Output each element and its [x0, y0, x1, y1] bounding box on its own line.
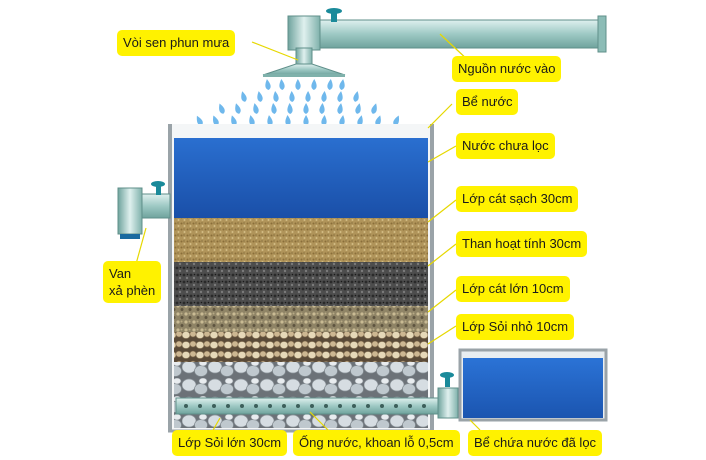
water-drop [370, 102, 379, 115]
shower-head-icon [262, 63, 346, 77]
inlet-valve-icon [326, 8, 342, 22]
drain-valve [117, 181, 171, 239]
label-clean-sand: Lớp cát sạch 30cm [456, 186, 579, 212]
filter-tank [168, 124, 434, 433]
pipe-hole [268, 404, 272, 408]
water-drop [239, 90, 248, 103]
pipe-hole [184, 404, 188, 408]
unfiltered-water [174, 138, 428, 218]
label-drain-valve: Van xả phèn [103, 261, 162, 303]
pipe-hole [324, 404, 328, 408]
clean-sand-layer [174, 218, 428, 262]
pipe-hole [422, 404, 426, 408]
water-drop [336, 102, 344, 115]
pipe-hole [380, 404, 384, 408]
inlet-pipe [287, 15, 607, 67]
water-drop [278, 78, 286, 91]
label-unfiltered-water: Nước chưa lọc [456, 133, 555, 159]
pipe-hole [212, 404, 216, 408]
pipe-hole [394, 404, 398, 408]
label-storage-tank: Bể chứa nước đã lọc [468, 430, 603, 456]
pipe-hole [408, 404, 412, 408]
water-drop [305, 90, 311, 103]
water-drop [272, 90, 280, 103]
activated-carbon-layer [174, 262, 428, 306]
label-inlet: Nguồn nước vào [452, 56, 562, 82]
label-drain-valve-line1: Van [109, 266, 132, 281]
pipe-hole [296, 404, 300, 408]
water-drop [286, 102, 293, 115]
water-drop [336, 90, 344, 103]
outlet-valve-icon [437, 372, 459, 419]
label-perforated-pipe: Ống nước, khoan lỗ 0,5cm [293, 430, 460, 456]
pipe-hole [338, 404, 342, 408]
water-drop [321, 90, 328, 103]
water-drop [270, 102, 278, 115]
water-drop [256, 90, 264, 103]
pipe-hole [282, 404, 286, 408]
water-drop [233, 102, 242, 115]
water-drop [311, 78, 317, 91]
label-shower: Vòi sen phun mưa [117, 30, 236, 56]
water-drop [352, 90, 361, 103]
label-large-gravel: Lớp Sỏi lớn 30cm [172, 430, 288, 456]
label-activated-carbon: Than hoạt tính 30cm [456, 231, 588, 257]
small-gravel-layer [174, 332, 428, 362]
large-gravel-layer [174, 362, 428, 428]
water-drop [354, 102, 363, 115]
pipe-hole [366, 404, 370, 408]
pipe-hole [254, 404, 258, 408]
label-small-gravel: Lớp Sỏi nhỏ 10cm [456, 314, 575, 340]
water-drop [295, 78, 301, 91]
water-drop [303, 102, 309, 115]
label-coarse-sand: Lớp cát lớn 10cm [456, 276, 570, 302]
perforated-pipe [175, 397, 467, 415]
water-drop [217, 102, 226, 115]
water-drop [319, 102, 326, 115]
water-drop [288, 90, 295, 103]
pipe-hole [310, 404, 314, 408]
coarse-sand-layer [174, 306, 428, 332]
leader-lines [135, 33, 481, 433]
storage-tank [458, 348, 608, 422]
pipe-hole [240, 404, 244, 408]
label-drain-valve-line2: xả phèn [109, 283, 156, 298]
water-drop [264, 78, 272, 91]
water-drop [326, 78, 334, 91]
water-drop [338, 78, 346, 91]
pipe-hole [198, 404, 202, 408]
label-tank: Bể nước [456, 89, 519, 115]
pipe-hole [352, 404, 356, 408]
pipe-hole [226, 404, 230, 408]
water-drop [251, 102, 260, 115]
